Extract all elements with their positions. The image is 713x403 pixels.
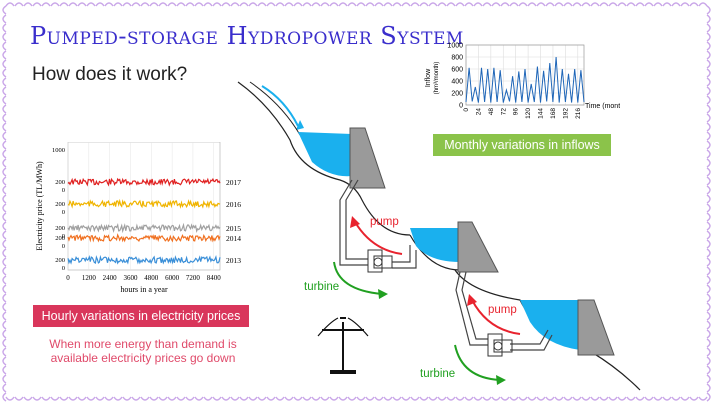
inflows-badge: Monthly variations in inflows (433, 134, 611, 156)
inflow-xtick-label: 0 (463, 108, 470, 112)
price-xtick-label: 4800 (144, 274, 159, 282)
pump-arrow-upper (354, 221, 403, 255)
inflow-ylabel: Inflow (425, 68, 432, 87)
prices-badge: Hourly variations in electricity prices (33, 305, 249, 327)
price-series-2016 (67, 198, 221, 209)
pump-label-upper: pump (370, 216, 399, 228)
price-series-label: 2013 (226, 256, 241, 265)
price-ytick-label: 200 (55, 225, 65, 232)
price-ytick-label: 1000 (52, 147, 65, 154)
inflow-xtick-label: 72 (500, 108, 507, 116)
inflow-xlabel: Time (month) (585, 103, 620, 110)
price-xtick-label: 7200 (186, 274, 201, 282)
price-ytick-label: 0 (62, 209, 65, 216)
price-series-label: 2014 (226, 234, 241, 243)
inflow-xtick-label: 168 (550, 108, 557, 119)
price-xtick-label: 3600 (123, 274, 138, 282)
price-series-2017 (67, 177, 221, 187)
penstock-lower (455, 271, 488, 346)
price-series-2013 (67, 254, 221, 265)
price-ytick-label: 200 (55, 235, 65, 242)
pump-turbine-icon (367, 249, 393, 273)
price-ytick-label: 0 (62, 187, 65, 194)
price-series-2014 (67, 233, 221, 243)
inflow-xtick-label: 96 (513, 108, 520, 116)
inflow-xtick-label: 48 (488, 108, 495, 116)
inflow-xtick-label: 192 (562, 108, 569, 119)
inflow-ytick-label: 400 (451, 79, 463, 86)
inflow-ytick-label: 600 (451, 67, 463, 74)
price-ytick-label: 200 (55, 257, 65, 264)
turbine-arrow-upper (333, 261, 383, 295)
turbine-label-upper: turbine (304, 281, 340, 293)
page-title: Pumped-storage Hydropower System (30, 22, 464, 50)
lower-dam (577, 299, 615, 356)
turbine-label-lower: turbine (420, 368, 456, 380)
price-xtick-label: 8400 (207, 274, 222, 282)
price-xtick-label: 2400 (103, 274, 118, 282)
price-ytick-label: 200 (55, 201, 65, 208)
price-xtick-label: 0 (66, 274, 70, 282)
lower-reservoir (520, 300, 580, 350)
inflow-xtick-label: 24 (475, 108, 482, 116)
penstock-upper (339, 179, 368, 266)
price-series-label: 2015 (226, 224, 241, 233)
inflow-chart: 0 200 400 600 800 1000 0 24 48 72 96 120 144 168 192 2… (425, 43, 620, 119)
inflow-ytick-label: 800 (451, 55, 463, 62)
terrain-line (237, 81, 411, 236)
pump-arrow-lower (471, 299, 521, 335)
price-ytick-label: 0 (62, 233, 65, 240)
price-ylabel: Electricity price (TL/MWh) (35, 161, 44, 251)
inflow-ytick-label: 1000 (447, 43, 463, 50)
price-xtick-label: 1200 (82, 274, 97, 282)
inflow-xtick-label: 216 (575, 108, 582, 119)
price-ytick-label: 0 (62, 265, 65, 272)
pump-label-lower: pump (488, 304, 517, 316)
upper-reservoir (298, 132, 352, 177)
price-note: When more energy than demand is availabl… (49, 337, 237, 365)
inflow-xtick-label: 120 (525, 108, 532, 119)
power-pylon-icon (317, 317, 369, 374)
pump-turbine-icon (487, 333, 513, 357)
price-xtick-label: 6000 (165, 274, 180, 282)
price-xlabel: hours in a year (120, 285, 168, 294)
inflow-ylabel-unit: (hm³/month) (434, 62, 440, 95)
price-series-label: 2017 (226, 178, 241, 187)
turbine-arrow-lower (454, 344, 501, 381)
page-subtitle: How does it work? (32, 64, 188, 85)
inflow-ytick-label: 200 (451, 91, 463, 98)
middle-dam (457, 221, 499, 273)
price-ytick-label: 0 (62, 243, 65, 250)
price-ytick-label: 200 (55, 179, 65, 186)
inflow-xtick-label: 144 (538, 108, 545, 119)
upper-dam (349, 127, 386, 189)
inflow-series-line (465, 56, 585, 103)
middle-reservoir (410, 228, 460, 262)
inflow-arrow (261, 85, 299, 127)
price-series-2015 (67, 222, 221, 234)
inflow-ytick-label: 0 (459, 103, 463, 110)
price-series-label: 2016 (226, 200, 241, 209)
